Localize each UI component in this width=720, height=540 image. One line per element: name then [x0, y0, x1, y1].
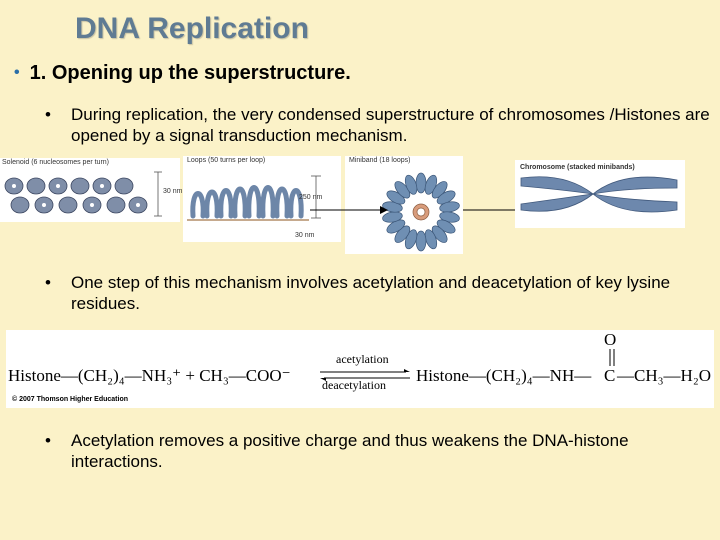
sub-bullet-1: • During replication, the very condensed …	[45, 104, 720, 146]
copyright-text: © 2007 Thomson Higher Education	[12, 396, 129, 403]
bullet-dot: •	[45, 105, 51, 124]
double-bond-icon	[609, 349, 615, 366]
miniband-drawing	[382, 172, 460, 252]
equation-oxygen: O	[604, 330, 617, 349]
sub-bullet-3-text: Acetylation removes a positive charge an…	[71, 431, 629, 471]
sub-bullet-3: • Acetylation removes a positive charge a…	[45, 430, 711, 472]
sub-bullet-2: • One step of this mechanism involves ace…	[45, 272, 720, 314]
equation-right-a: Histone—(CH₂)₄—NH—	[416, 366, 592, 385]
solenoid-figure: Solenoid (6 nucleosomes per turn) 30 nm	[0, 158, 183, 222]
bullet-dot: •	[45, 431, 51, 450]
chromosome-label: Chromosome (stacked minibands)	[520, 164, 635, 171]
solenoid-drawing	[4, 171, 162, 217]
loops-label: Loops (50 turns per loop)	[187, 157, 266, 164]
miniband-figure: Miniband (18 loops)	[345, 156, 463, 254]
slide-title: DNA Replication	[75, 12, 309, 45]
equation-right-b: —CH₃—H₂O	[617, 366, 712, 385]
main-bullet-text: 1. Opening up the superstructure.	[29, 62, 351, 84]
equilibrium-arrow-icon	[320, 369, 410, 381]
forward-label: acetylation	[336, 352, 389, 366]
reverse-label: deacetylation	[322, 378, 386, 392]
bullet-dot: •	[45, 273, 51, 292]
miniband-label: Miniband (18 loops)	[349, 157, 411, 164]
loops-dim: 250 nm	[299, 194, 323, 201]
solenoid-dim: 30 nm	[163, 188, 183, 195]
figure-arrows	[310, 206, 518, 214]
sub-bullet-1-text: During replication, the very condensed s…	[71, 105, 710, 145]
chromosome-figure: Chromosome (stacked minibands)	[515, 160, 685, 228]
solenoid-label: Solenoid (6 nucleosomes per turn)	[2, 159, 110, 166]
arrow-head-icon	[380, 206, 388, 214]
main-bullet: • 1. Opening up the superstructure.	[14, 62, 351, 85]
sub-bullet-2-text: One step of this mechanism involves acet…	[71, 273, 671, 313]
loops-figure: Loops (50 turns per loop) 250 nm 30 nm	[183, 156, 341, 242]
loops-drawing	[187, 175, 321, 221]
equation-left: Histone—(CH₂)₄—NH₃⁺ + CH₃—COO⁻	[8, 366, 291, 385]
equation-carbon: C	[604, 366, 616, 385]
bullet-dot: •	[14, 64, 20, 81]
chromosome-drawing	[520, 176, 678, 213]
loops-small-dim: 30 nm	[295, 232, 315, 239]
acetylation-equation: Histone—(CH₂)₄—NH₃⁺ + CH₃—COO⁻ acetylati…	[6, 330, 714, 408]
